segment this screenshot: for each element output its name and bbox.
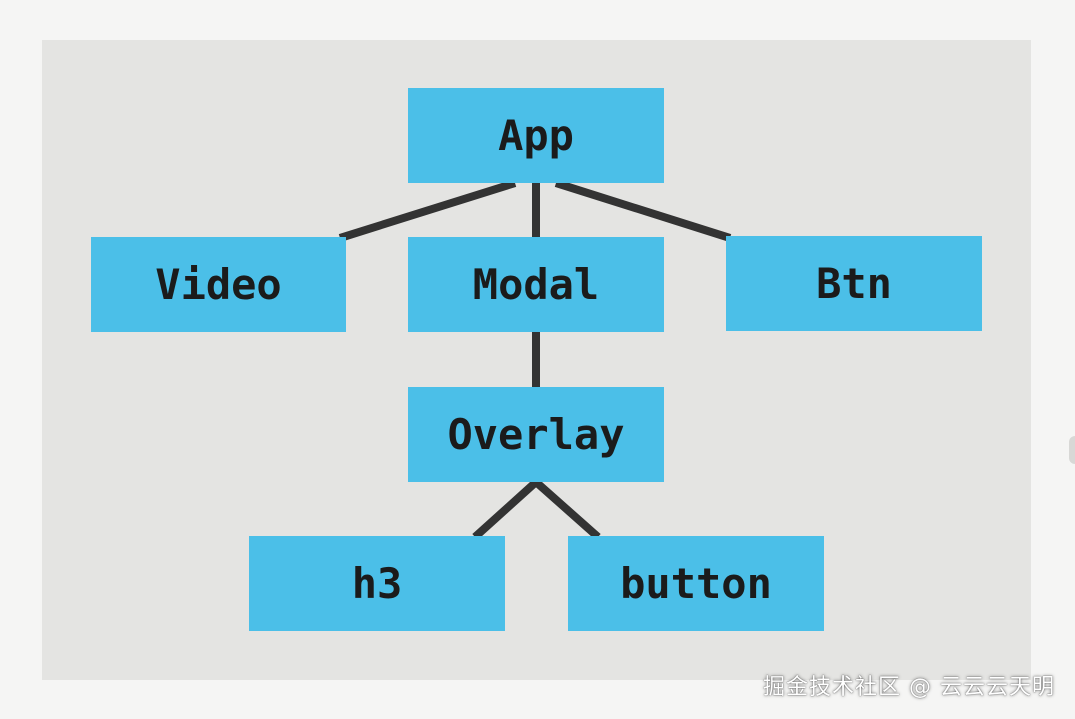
node-overlay: Overlay [408, 387, 664, 482]
node-btn: Btn [726, 236, 982, 331]
node-h3: h3 [249, 536, 505, 631]
node-modal: Modal [408, 237, 664, 332]
edge-overlay-button [533, 479, 601, 540]
edge-app-video [338, 179, 517, 242]
node-video: Video [91, 237, 346, 332]
edge-overlay-h3 [472, 479, 539, 540]
edge-app-btn [554, 179, 732, 242]
edge-fragment [1069, 436, 1075, 464]
watermark-text: 掘金技术社区 @ 云云云天明 [763, 675, 1055, 700]
node-button: button [568, 536, 824, 631]
node-app: App [408, 88, 664, 183]
